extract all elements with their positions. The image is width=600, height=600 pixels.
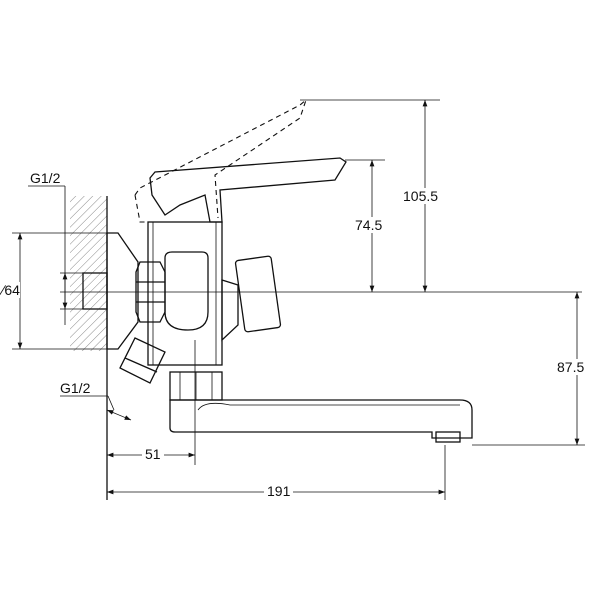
escutcheon: [106, 232, 139, 350]
lever-raised-outline: [134, 98, 308, 223]
spout-depth-label: 87.5: [557, 359, 585, 375]
diverter-knob: [221, 279, 239, 342]
lower-inlet: [119, 337, 166, 384]
inlet-offset-label: 51: [142, 446, 164, 462]
inlet-top-label: G1/2: [30, 170, 61, 186]
lever-height-label: 74.5: [355, 217, 383, 233]
lever-raised-height-label: 105.5: [403, 188, 439, 204]
body-window: [164, 251, 209, 331]
mixer-body: [147, 221, 223, 366]
spout-length-label: 191: [264, 483, 294, 499]
wall: [70, 196, 108, 500]
escutcheon-diameter-label: ∕64: [2, 282, 20, 298]
lever-handle: [149, 157, 347, 223]
hex-nut: [135, 261, 166, 323]
dimensions: [12, 99, 585, 500]
spout: [169, 371, 473, 443]
inlet-bottom-label: G1/2: [60, 380, 91, 396]
